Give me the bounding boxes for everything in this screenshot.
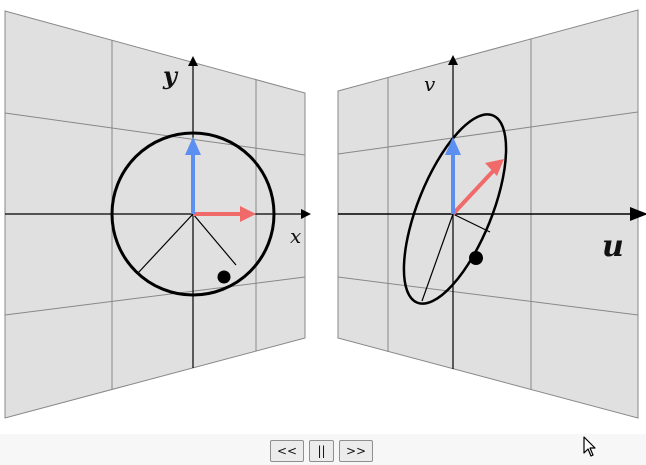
unit-circle [110,131,276,297]
transformed-ellipse [402,113,508,305]
left-point [217,270,231,284]
next-button[interactable]: >> [339,440,373,462]
pause-button[interactable]: || [309,440,334,462]
right-segments [421,213,491,302]
right-blue-vector [445,137,461,214]
left-radii [137,213,237,274]
previous-button[interactable]: << [270,440,304,462]
playback-controls: << || >> [0,434,646,465]
transformation-scene: y x v u [4,9,646,419]
left-blue-vector [185,137,201,214]
left-panel: y x [4,10,311,419]
right-panel: v u [337,9,646,419]
left-red-vector [193,206,256,222]
arrow-cursor-icon [583,436,596,457]
right-point [469,251,483,265]
y-axis-label: y [162,61,179,90]
v-axis-label: v [424,72,436,96]
x-axis-label: x [290,224,301,248]
right-red-vector [451,159,504,216]
u-axis-label: u [602,229,624,264]
